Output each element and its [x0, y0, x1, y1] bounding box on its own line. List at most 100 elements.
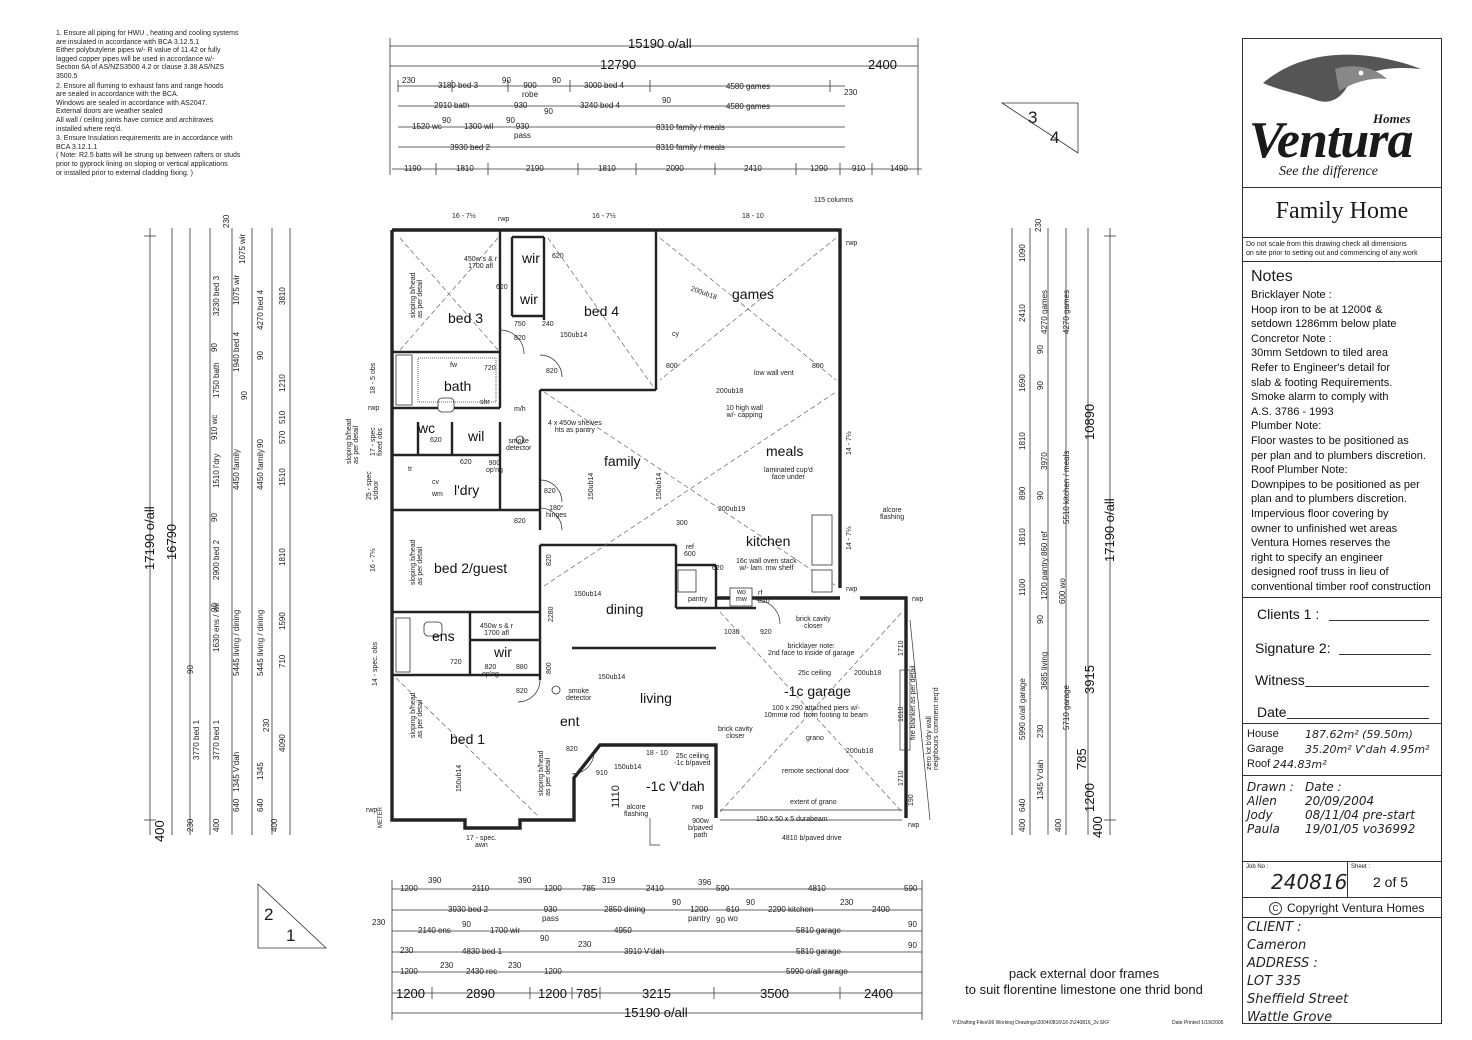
dim-right-12: 90	[1036, 491, 1045, 500]
client-label: CLIENT :	[1247, 920, 1302, 935]
room-wil: wil	[468, 428, 485, 444]
dim-left-24: 1630 ens / wir	[212, 602, 221, 652]
dim-left-9: 1750 bath	[212, 362, 221, 398]
label-620-b: 620	[496, 284, 508, 291]
kingfisher-logo-icon	[1263, 54, 1421, 102]
label-high-wall: 10 high wall w/- capping	[726, 405, 763, 419]
dim-left-14: 570	[278, 430, 287, 444]
dim-bot-r3-6: 90	[716, 916, 725, 925]
label-720-b: 720	[450, 659, 462, 666]
dim-right-7: 90	[1036, 381, 1045, 390]
room-garage: -1c garage	[784, 683, 851, 699]
room-games: games	[732, 286, 775, 302]
dim-right-19: 5990 o/all garage	[1018, 678, 1027, 740]
dim-left-15: 90	[256, 439, 265, 448]
label-shelf-ensuite: 450w s & r 1700 afl	[480, 623, 514, 637]
date-line	[1287, 718, 1429, 719]
label-820-h: 820	[516, 688, 528, 695]
dim-right-mid: 3915	[1082, 665, 1097, 694]
dim-top-r2-5: 4580 games	[726, 102, 771, 111]
note-2: 2. Ensure all fluming to exhaust fans an…	[56, 82, 224, 133]
label-piers: 100 x 290 attached piers w/- 10mmø rod f…	[764, 705, 868, 719]
dim-left-overall-a: 17190 o/all	[142, 506, 157, 570]
dim-bot-r6-3: 785	[576, 986, 598, 1001]
dim-bot-r6-5: 3500	[760, 986, 789, 1001]
dim-left-4: 4270 bed 4	[256, 289, 265, 330]
dim-bot-r1-7: 2410	[646, 884, 664, 893]
label-1110: 1110	[610, 785, 622, 808]
sheet-label: Sheet :	[1351, 864, 1371, 870]
label-16-7-c: 16 - 7½	[370, 548, 377, 572]
dim-bot-r1-0: 1200	[400, 884, 418, 893]
dim-top-r1-5: 3000 bed 4	[584, 81, 625, 90]
dim-left-2: 3230 bed 3	[212, 275, 221, 316]
label-ub14-g: 150ub14	[614, 764, 642, 771]
label-alcore-2: alcore flashing	[624, 804, 649, 818]
dim-bot-r2-4: 1200 pantry	[688, 905, 711, 923]
label-sloping-bed2: sloping b/head as per detail	[410, 539, 424, 585]
dim-right-1200: 1200	[1082, 783, 1097, 812]
label-18-5-obs: 18 - 5 obs	[370, 362, 377, 394]
label-620-c: 620	[430, 437, 442, 444]
dim-left-8: 90	[256, 351, 265, 360]
roof-label: Roof	[1247, 758, 1271, 770]
label-820-i: 820	[566, 746, 578, 753]
disclaimer-section: Do not scale from this drawing check all…	[1243, 237, 1441, 261]
drawn-date-1: 20/09/2004	[1305, 794, 1375, 808]
dim-left-7: 1940 bed 4	[232, 331, 241, 372]
drawn-name-1: Allen	[1247, 794, 1277, 808]
dim-left-20: 90	[210, 513, 219, 522]
label-900-opening: 900 op'ng	[486, 460, 503, 474]
dim-right-4: 4270 games	[1062, 289, 1071, 334]
label-ub19: 200ub19	[718, 506, 746, 513]
label-rf: rf	[758, 590, 763, 597]
pack-note: pack external door frames to suit floren…	[965, 966, 1203, 997]
label-cy: cy	[672, 331, 679, 338]
dim-bot-r3-2: 90	[462, 920, 471, 929]
label-shelves: 4 x 450w shelves hts as pantry	[548, 420, 602, 434]
label-1710-b: 1710	[898, 770, 905, 786]
dim-left-37: 640	[256, 798, 265, 812]
room-laundry: l'dry	[454, 482, 480, 498]
room-family: family	[604, 453, 641, 469]
dim-left-31: 3770 bed 1	[212, 719, 221, 760]
dim-bot-r6-1: 2890	[466, 986, 495, 1001]
label-rwp-7: rwp	[908, 822, 920, 829]
clients-1-line	[1329, 620, 1429, 621]
dim-right-9: 3970	[1040, 452, 1049, 470]
dim-right-bottom: 400	[1090, 816, 1105, 838]
drawn-name-2: Jody	[1247, 808, 1273, 822]
label-620-d: 620	[460, 459, 472, 466]
label-rwp-2: rwp	[846, 240, 858, 247]
label-820-c: 820	[544, 488, 556, 495]
room-wir-top-2: wir	[520, 291, 538, 307]
dim-right-2: 2410	[1018, 304, 1027, 322]
label-grano: grano	[806, 735, 824, 742]
label-820-f: 820	[758, 598, 770, 605]
dim-left-39: 400	[212, 818, 221, 832]
notes-section: Notes Bricklayer Note : Hoop iron to be …	[1243, 261, 1441, 597]
dim-left-40: 400	[270, 818, 279, 832]
dim-bot-r2-1: 930 pass	[542, 905, 559, 923]
label-durabeam: 150 x 50 x 5 durabeam	[756, 816, 828, 823]
label-18-10-b: 18 - 10	[646, 750, 668, 757]
dim-right-11: 890	[1018, 486, 1027, 500]
dim-bot-r2-0: 3930 bed 2	[448, 905, 489, 914]
dim-top-r3-0: 1520 wc	[412, 122, 442, 131]
section-marker-2: 2	[264, 905, 274, 924]
label-190: 190	[908, 794, 915, 806]
house-label: House	[1247, 728, 1279, 740]
dim-right-24: 640	[1018, 798, 1027, 812]
dim-right-3: 4270 games	[1040, 289, 1049, 334]
dim-bot-r3-7: 5810 garage	[796, 926, 841, 935]
label-ub18-d: 200ub18	[846, 748, 874, 755]
clients-1-label: Clients 1 :	[1257, 606, 1320, 622]
dim-left-16: 1510 l'dry	[212, 453, 221, 488]
label-sloping-bed1: sloping b/head as per detail	[410, 692, 424, 738]
dim-right-26: 400	[1054, 818, 1063, 832]
label-cv: cv	[432, 479, 439, 486]
dim-top-r5-7: 910	[852, 164, 866, 173]
dim-right-10: 5510 kitchen / meals	[1062, 450, 1071, 524]
dim-left-19: 1510	[278, 468, 287, 486]
